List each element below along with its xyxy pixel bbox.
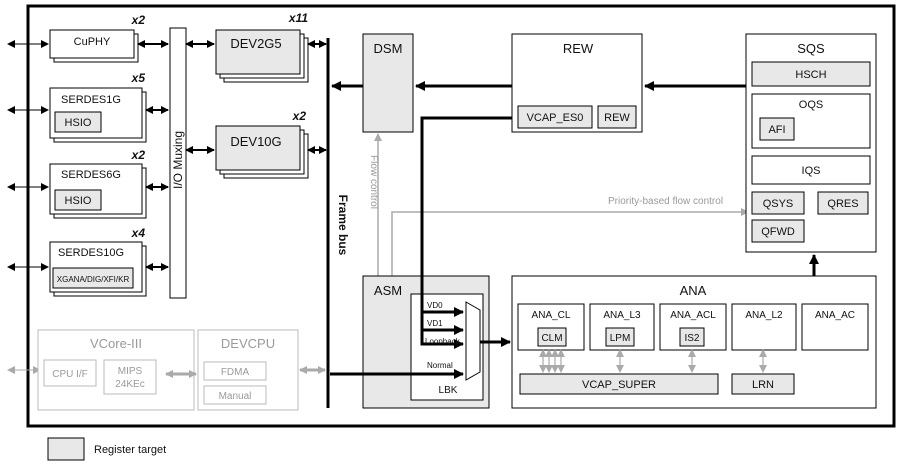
legend-swatch (47, 437, 85, 461)
sqs-qsys (751, 191, 805, 215)
dev10g-label: DEV10G (230, 134, 281, 149)
devcpu-manual-label: Manual (219, 391, 252, 402)
devcpu-label: DEVCPU (221, 336, 275, 351)
vcap-super-label: VCAP_SUPER (582, 379, 656, 391)
sqs-label: SQS (797, 41, 825, 56)
asm-label: ASM (374, 283, 402, 298)
ana-ac-block (801, 303, 869, 351)
sqs-qfwd-label: QFWD (761, 226, 795, 238)
sqs-afi-label: AFI (768, 124, 785, 136)
vcore-mips-core-label: 24KEc (115, 379, 144, 390)
sqs-qres (817, 191, 869, 215)
ana-lpm (605, 327, 635, 347)
sqs-iqs (751, 155, 871, 185)
rew-sub (597, 105, 637, 129)
vd1-label: VD1 (427, 319, 443, 328)
dev2g5-block: DEV2G5 x11 (215, 11, 309, 83)
lrn (731, 373, 795, 395)
cuphy-multiplier: x2 (131, 13, 146, 27)
dev2g5-multiplier: x11 (288, 11, 308, 25)
sqs-hsch-label: HSCH (795, 69, 826, 81)
sqs-oqs-label: OQS (799, 99, 823, 111)
ana-clm (537, 327, 567, 347)
serdes-iomux-arrows (137, 40, 169, 271)
dev-framebus-arrows (307, 40, 327, 154)
ana-l3-label: ANA_L3 (603, 310, 641, 321)
devcpu-fdma-label: FDMA (221, 367, 250, 378)
ana-l2-block (731, 303, 797, 351)
ana-clm-label: CLM (541, 333, 562, 344)
frame-bus-label: Frame bus (336, 195, 350, 256)
loopback-label: Loopback (425, 337, 461, 346)
rew-loopback-path (420, 116, 512, 349)
sqs-hsch (751, 61, 871, 87)
dev10g-block: DEV10G x2 (215, 109, 309, 179)
ana-is2 (679, 327, 705, 347)
sqs-iqs-label: IQS (802, 165, 821, 177)
rew-label: REW (563, 41, 594, 56)
flow-control-label: Flow control (368, 155, 379, 209)
ana-lpm-label: LPM (610, 333, 631, 344)
ana-cl-label: ANA_CL (532, 310, 571, 321)
iomux-dev-arrows (185, 40, 215, 154)
serdes10g-multiplier: x4 (131, 226, 146, 240)
io-muxing-label: I/O Muxing (171, 131, 185, 189)
sqs-qfwd (751, 219, 805, 243)
cuphy-label: CuPHY (74, 36, 111, 48)
serdes1g-hsio (54, 111, 102, 133)
serdes10g-label: SERDES10G (58, 247, 124, 259)
external-port-arrows (7, 40, 49, 271)
priority-flow-control-line (391, 208, 749, 276)
ana-internal-arrows (539, 349, 767, 373)
serdes6g-hsio-label: HSIO (65, 195, 92, 207)
ana-label: ANA (680, 283, 707, 298)
vcore-mips-label: MIPS (118, 366, 143, 377)
sqs-qsys-label: QSYS (763, 198, 794, 210)
sqs-afi (759, 117, 795, 141)
dev2g5-label: DEV2G5 (230, 36, 281, 51)
ana-ac-label: ANA_AC (815, 310, 855, 321)
rew-vcap-es0-label: VCAP_ES0 (527, 112, 584, 124)
lbk-label: LBK (439, 385, 458, 396)
normal-label: Normal (427, 361, 453, 370)
dev10g-multiplier: x2 (292, 109, 307, 123)
legend-label: Register target (94, 444, 166, 456)
rew-vcap-es0 (517, 105, 593, 129)
serdes6g-multiplier: x2 (131, 148, 146, 162)
serdes6g-label: SERDES6G (61, 169, 121, 181)
serdes6g-block: SERDES6G HSIO x2 (49, 148, 147, 219)
serdes1g-multiplier: x5 (131, 71, 146, 85)
serdes1g-label: SERDES1G (61, 94, 121, 106)
dsm-block (362, 33, 414, 133)
vcap-super (519, 373, 719, 395)
vd0-label: VD0 (427, 301, 443, 310)
cuphy-block: CuPHY x2 (49, 13, 146, 63)
serdes1g-block: SERDES1G HSIO x5 (49, 71, 147, 143)
priority-flow-control-label: Priority-based flow control (608, 196, 723, 207)
io-muxing-block (169, 27, 187, 299)
vcore-block: VCore-III CPU I/F MIPS 24KEc (37, 329, 195, 411)
serdes10g-block: SERDES10G XGANA/DIG/XFI/KR x4 (49, 226, 147, 297)
serdes6g-hsio (54, 189, 102, 211)
serdes10g-xgana-label: XGANA/DIG/XFI/KR (57, 275, 130, 284)
serdes10g-xgana (52, 267, 134, 289)
lrn-label: LRN (752, 379, 774, 391)
rew-sub-label: REW (604, 112, 630, 124)
ana-l2-label: ANA_L2 (745, 310, 783, 321)
vcore-cpu-label: CPU I/F (52, 369, 88, 380)
ana-is2-label: IS2 (684, 333, 699, 344)
devcpu-block: DEVCPU FDMA Manual (197, 329, 299, 411)
vcore-label: VCore-III (90, 336, 142, 351)
sqs-qres-label: QRES (827, 198, 858, 210)
ana-acl-label: ANA_ACL (670, 310, 716, 321)
dsm-label: DSM (374, 41, 403, 56)
asm-mux (465, 301, 481, 381)
serdes1g-hsio-label: HSIO (65, 117, 92, 129)
